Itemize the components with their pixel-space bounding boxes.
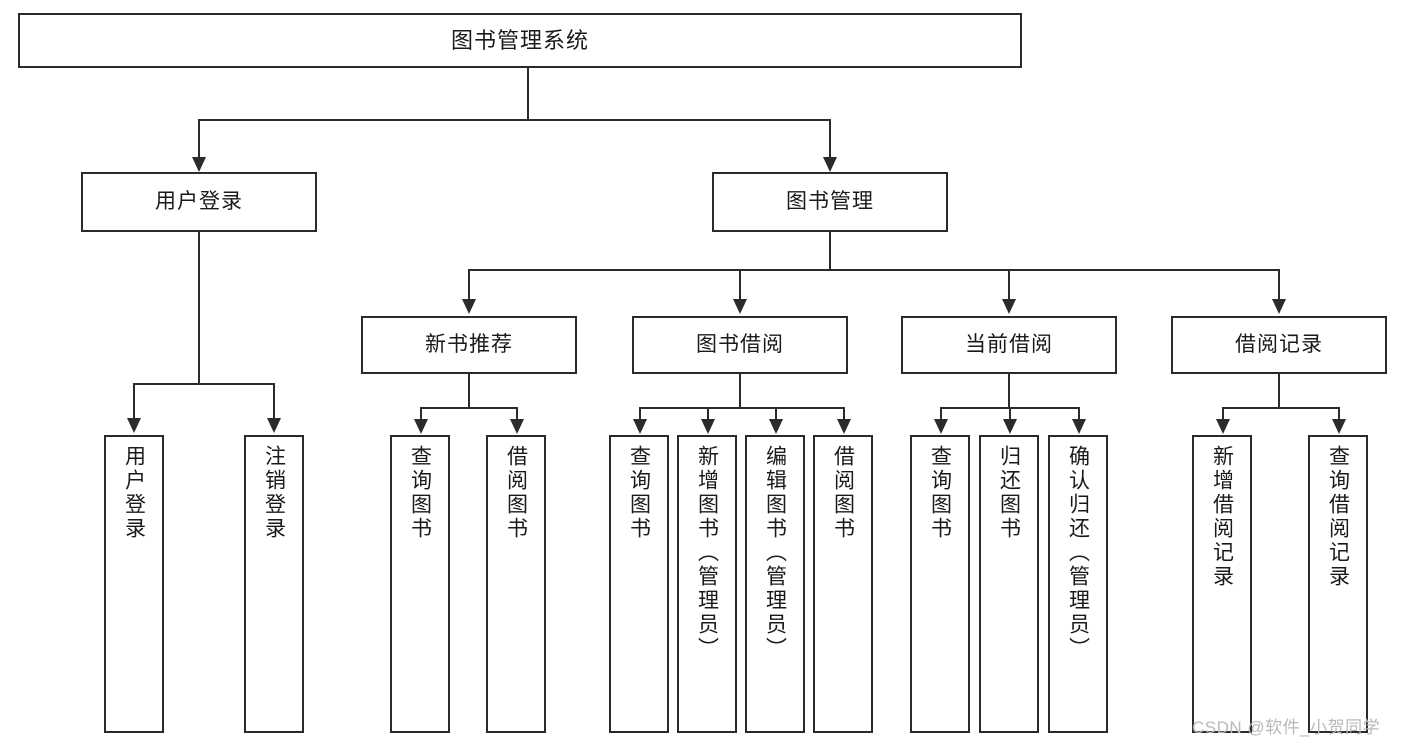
leaf-node-logout[interactable]: 注销登录 (244, 435, 304, 733)
connector-borrow-record-to-leaf2 (1338, 407, 1340, 421)
arrowhead-borrow-record (1272, 299, 1286, 314)
node-label: 用户登录 (122, 445, 146, 541)
connector-to-borrow-record (1278, 269, 1280, 301)
connector-book-manage-bus (468, 269, 1280, 271)
leaf-node-add-borrow-record[interactable]: 新增借阅记录 (1192, 435, 1252, 733)
arrowhead-leaf-query-book-2 (633, 419, 647, 434)
arrowhead-leaf-confirm-return (1072, 419, 1086, 434)
arrowhead-book-manage (823, 157, 837, 172)
node-label: 图书借阅 (696, 332, 784, 356)
leaf-node-confirm-return-admin[interactable]: 确认归还（管理员） (1048, 435, 1108, 733)
connector-current-borrow-to-leaf3 (1078, 407, 1080, 421)
connector-current-borrow-stem (1008, 374, 1010, 408)
node-book-management[interactable]: 图书管理 (712, 172, 948, 232)
connector-new-book-to-leaf1 (420, 407, 422, 421)
connector-root-to-user-login (198, 119, 200, 159)
node-label: 借阅记录 (1235, 332, 1323, 356)
watermark-text: CSDN @软件_小贺同学 (1192, 718, 1381, 737)
leaf-node-borrow-book[interactable]: 借阅图书 (813, 435, 873, 733)
leaf-node-query-book-borrow[interactable]: 查询图书 (609, 435, 669, 733)
node-label: 确认归还（管理员） (1066, 445, 1090, 661)
connector-book-borrow-to-leaf2 (707, 407, 709, 421)
connector-new-book-bus (420, 407, 518, 409)
node-user-login[interactable]: 用户登录 (81, 172, 317, 232)
connector-to-book-borrow (739, 269, 741, 301)
connector-current-borrow-to-leaf2 (1009, 407, 1011, 421)
connector-root-bus (198, 119, 830, 121)
arrowhead-current-borrow (1002, 299, 1016, 314)
connector-current-borrow-to-leaf1 (940, 407, 942, 421)
leaf-node-query-book-current[interactable]: 查询图书 (910, 435, 970, 733)
connector-book-borrow-to-leaf3 (775, 407, 777, 421)
connector-borrow-record-bus (1222, 407, 1340, 409)
connector-root-to-book-manage (829, 119, 831, 159)
node-label: 借阅图书 (504, 445, 528, 541)
connector-user-login-stem (198, 232, 200, 384)
node-label: 借阅图书 (831, 445, 855, 541)
connector-user-login-to-leaf1 (133, 383, 135, 420)
arrowhead-leaf-user-login (127, 418, 141, 433)
node-new-book-recommend[interactable]: 新书推荐 (361, 316, 577, 374)
node-book-borrow[interactable]: 图书借阅 (632, 316, 848, 374)
arrowhead-leaf-return-book (1003, 419, 1017, 434)
arrowhead-leaf-query-book-1 (414, 419, 428, 434)
connector-root-stem (527, 68, 529, 120)
leaf-node-user-login[interactable]: 用户登录 (104, 435, 164, 733)
leaf-node-query-borrow-record[interactable]: 查询借阅记录 (1308, 435, 1368, 733)
node-label: 注销登录 (262, 445, 286, 541)
connector-borrow-record-to-leaf1 (1222, 407, 1224, 421)
node-label: 查询图书 (627, 445, 651, 541)
connector-user-login-to-leaf2 (273, 383, 275, 420)
arrowhead-leaf-add-record (1216, 419, 1230, 434)
arrowhead-leaf-borrow-book-1 (510, 419, 524, 434)
node-label: 新书推荐 (425, 332, 513, 356)
connector-book-borrow-to-leaf1 (639, 407, 641, 421)
connector-borrow-record-stem (1278, 374, 1280, 408)
connector-to-new-book-recommend (468, 269, 470, 301)
connector-book-borrow-to-leaf4 (843, 407, 845, 421)
node-label: 查询图书 (928, 445, 952, 541)
connector-to-current-borrow (1008, 269, 1010, 301)
node-label: 新增借阅记录 (1210, 445, 1234, 589)
node-label: 新增图书（管理员） (695, 445, 719, 661)
connector-book-borrow-bus (639, 407, 845, 409)
leaf-node-borrow-book-recommend[interactable]: 借阅图书 (486, 435, 546, 733)
leaf-node-return-book[interactable]: 归还图书 (979, 435, 1039, 733)
connector-new-book-to-leaf2 (516, 407, 518, 421)
connector-book-manage-stem (829, 232, 831, 270)
leaf-node-query-book-recommend[interactable]: 查询图书 (390, 435, 450, 733)
node-label: 归还图书 (997, 445, 1021, 541)
node-label: 编辑图书（管理员） (763, 445, 787, 661)
node-label: 当前借阅 (965, 332, 1053, 356)
leaf-node-edit-book-admin[interactable]: 编辑图书（管理员） (745, 435, 805, 733)
arrowhead-leaf-query-record (1332, 419, 1346, 434)
arrowhead-new-book-recommend (462, 299, 476, 314)
node-label: 用户登录 (155, 189, 243, 213)
node-label: 图书管理 (786, 189, 874, 213)
arrowhead-leaf-edit-book (769, 419, 783, 434)
node-label: 查询图书 (408, 445, 432, 541)
arrowhead-leaf-query-book-3 (934, 419, 948, 434)
connector-new-book-stem (468, 374, 470, 408)
node-borrow-record[interactable]: 借阅记录 (1171, 316, 1387, 374)
arrowhead-leaf-borrow-book-2 (837, 419, 851, 434)
node-root-book-management-system[interactable]: 图书管理系统 (18, 13, 1022, 68)
leaf-node-add-book-admin[interactable]: 新增图书（管理员） (677, 435, 737, 733)
arrowhead-user-login (192, 157, 206, 172)
arrowhead-book-borrow (733, 299, 747, 314)
node-current-borrow[interactable]: 当前借阅 (901, 316, 1117, 374)
arrowhead-leaf-logout (267, 418, 281, 433)
node-label: 查询借阅记录 (1326, 445, 1350, 589)
connector-book-borrow-stem (739, 374, 741, 408)
node-label: 图书管理系统 (450, 27, 589, 53)
arrowhead-leaf-add-book (701, 419, 715, 434)
connector-user-login-bus (133, 383, 275, 385)
